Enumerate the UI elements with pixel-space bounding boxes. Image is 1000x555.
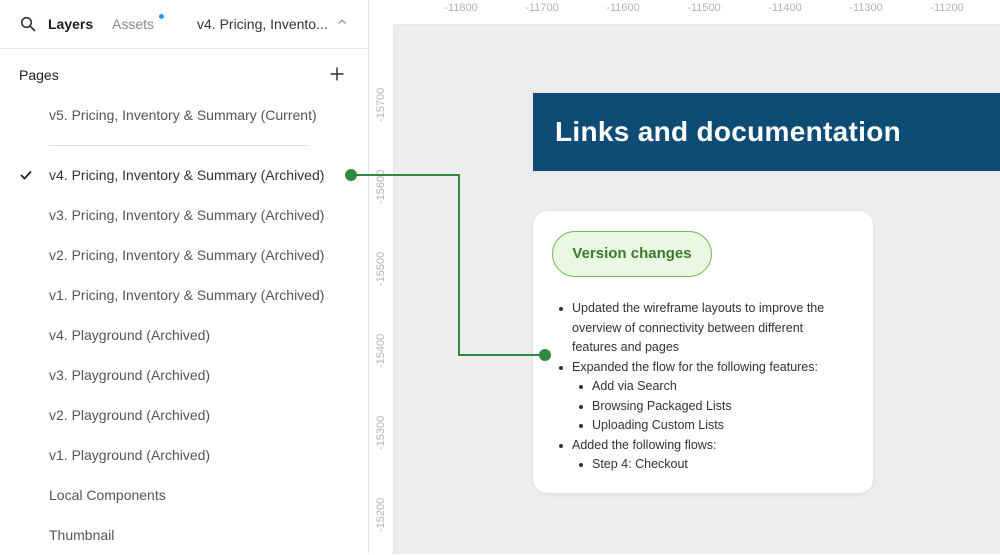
list-item: Added the following flows: [557, 436, 857, 456]
ruler-tick: -15400 [375, 333, 387, 368]
ruler-tick: -15200 [375, 497, 387, 532]
chevron-up-icon[interactable] [337, 17, 347, 27]
ruler-tick: -11500 [687, 2, 721, 14]
sub-list-item: Browsing Packaged Lists [557, 397, 857, 417]
current-page-selector[interactable]: v4. Pricing, Invento... [197, 16, 328, 32]
page-item-label: Local Components [49, 487, 166, 503]
vertical-ruler: -15700 -15600 -15500 -15400 -15300 -1520… [369, 24, 394, 554]
ruler-tick: -15700 [375, 87, 387, 122]
page-item-label: v5. Pricing, Inventory & Summary (Curren… [49, 107, 317, 123]
page-item-v5-pricing[interactable]: v5. Pricing, Inventory & Summary (Curren… [0, 95, 368, 135]
checkmark-icon [20, 170, 32, 180]
page-item-label: v4. Playground (Archived) [49, 327, 211, 343]
page-item-v4-playground[interactable]: v4. Playground (Archived) [0, 315, 368, 355]
pill-label: Version changes [572, 245, 692, 262]
page-item-label: v3. Playground (Archived) [49, 367, 211, 383]
version-changes-card[interactable]: Version changes Updated the wireframe la… [533, 211, 873, 493]
ruler-tick: -11800 [444, 2, 478, 14]
page-item-v2-playground[interactable]: v2. Playground (Archived) [0, 395, 368, 435]
page-item-label: v2. Pricing, Inventory & Summary (Archiv… [49, 247, 325, 263]
page-item-label: Thumbnail [49, 527, 115, 543]
ruler-tick: -11200 [930, 2, 964, 14]
sub-list-item: Add via Search [557, 377, 857, 397]
tab-layers[interactable]: Layers [48, 16, 94, 32]
ruler-tick: -11300 [849, 2, 883, 14]
sub-list-item: Uploading Custom Lists [557, 416, 857, 436]
page-item-label: v2. Playground (Archived) [49, 407, 211, 423]
design-canvas[interactable]: -11800 -11700 -11600 -11500 -11400 -1130… [369, 0, 1000, 554]
page-list-divider [49, 145, 308, 146]
pages-section-title: Pages [19, 67, 59, 83]
page-item-v3-playground[interactable]: v3. Playground (Archived) [0, 355, 368, 395]
page-item-label: v3. Pricing, Inventory & Summary (Archiv… [49, 207, 325, 223]
ruler-tick: -15500 [375, 251, 387, 286]
ruler-tick: -11700 [525, 2, 559, 14]
list-item-continuation: features and pages [572, 340, 680, 354]
ruler-tick: -11400 [768, 2, 802, 14]
pages-sidebar: Layers Assets v4. Pricing, Invento... Pa… [0, 0, 369, 554]
add-page-plus-icon[interactable] [329, 66, 345, 82]
ruler-tick: -11600 [606, 2, 640, 14]
ruler-tick: -15600 [375, 169, 387, 204]
links-documentation-banner[interactable]: Links and documentation [533, 93, 1000, 171]
list-item: Expanded the flow for the following feat… [557, 358, 857, 378]
page-item-v1-playground[interactable]: v1. Playground (Archived) [0, 435, 368, 475]
horizontal-ruler: -11800 -11700 -11600 -11500 -11400 -1130… [369, 0, 1000, 25]
list-item: Updated the wireframe layouts to improve… [557, 299, 857, 319]
page-item-v3-pricing[interactable]: v3. Pricing, Inventory & Summary (Archiv… [0, 195, 368, 235]
tab-assets[interactable]: Assets [112, 16, 155, 32]
version-notes-list: Updated the wireframe layouts to improve… [557, 299, 857, 475]
page-item-v2-pricing[interactable]: v2. Pricing, Inventory & Summary (Archiv… [0, 235, 368, 275]
page-item-v4-pricing[interactable]: v4. Pricing, Inventory & Summary (Archiv… [0, 155, 368, 195]
page-item-label: v4. Pricing, Inventory & Summary (Archiv… [49, 167, 325, 183]
version-changes-pill: Version changes [552, 231, 712, 277]
page-item-label: v1. Pricing, Inventory & Summary (Archiv… [49, 287, 325, 303]
sidebar-tabs: Layers Assets v4. Pricing, Invento... [0, 0, 368, 49]
page-item-local-components[interactable]: Local Components [0, 475, 368, 515]
page-item-v1-pricing[interactable]: v1. Pricing, Inventory & Summary (Archiv… [0, 275, 368, 315]
ruler-tick: -15300 [375, 415, 387, 450]
ruler-corner [369, 0, 393, 24]
banner-title: Links and documentation [555, 116, 902, 147]
page-item-label: v1. Playground (Archived) [49, 447, 211, 463]
sub-list-item: Step 4: Checkout [557, 455, 857, 475]
search-icon[interactable] [20, 16, 36, 32]
list-item-continuation: overview of connectivity between differe… [572, 320, 804, 335]
assets-notification-dot [159, 14, 164, 19]
page-item-thumbnail[interactable]: Thumbnail [0, 515, 368, 555]
